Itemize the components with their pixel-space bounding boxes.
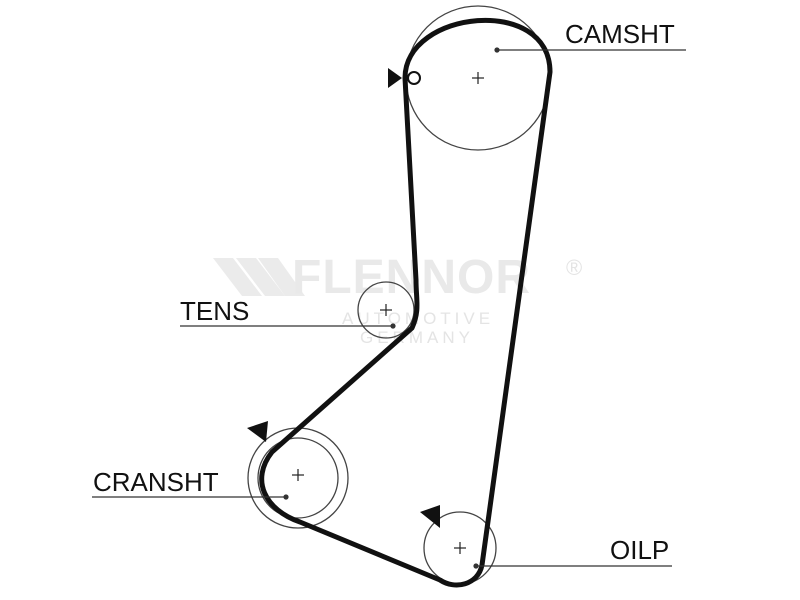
camshaft-timing-arrow-icon	[388, 68, 402, 88]
tensioner-pulley	[357, 281, 415, 339]
camshaft-timing-dot-icon	[407, 71, 421, 85]
oil-pump-timing-arrow-icon	[420, 505, 440, 528]
crankshaft-timing-arrow-icon	[247, 421, 268, 442]
tensioner-center-mark	[380, 304, 392, 316]
label-oil-pump: OILP	[610, 535, 669, 565]
timing-belt	[259, 17, 553, 588]
label-tensioner: TENS	[180, 296, 249, 326]
leader-lines	[92, 47, 686, 569]
watermark: FLENNOR ® AUTOMOTIVE GERMANY	[213, 251, 586, 347]
watermark-registered-mark: ®	[566, 255, 586, 280]
oil-pump-center-mark	[454, 542, 466, 554]
timing-marks	[247, 68, 440, 528]
crankshaft-pulley-inner	[257, 437, 339, 519]
label-crankshaft: CRANSHT	[93, 467, 219, 497]
watermark-line-germany: GERMANY	[360, 328, 474, 347]
watermark-logo-icon	[213, 258, 305, 296]
watermark-brand: FLENNOR	[292, 251, 531, 304]
camshaft-center-mark	[472, 72, 484, 84]
label-camshaft: CAMSHT	[565, 19, 675, 49]
center-marks	[292, 72, 484, 554]
crankshaft-center-mark	[292, 469, 304, 481]
